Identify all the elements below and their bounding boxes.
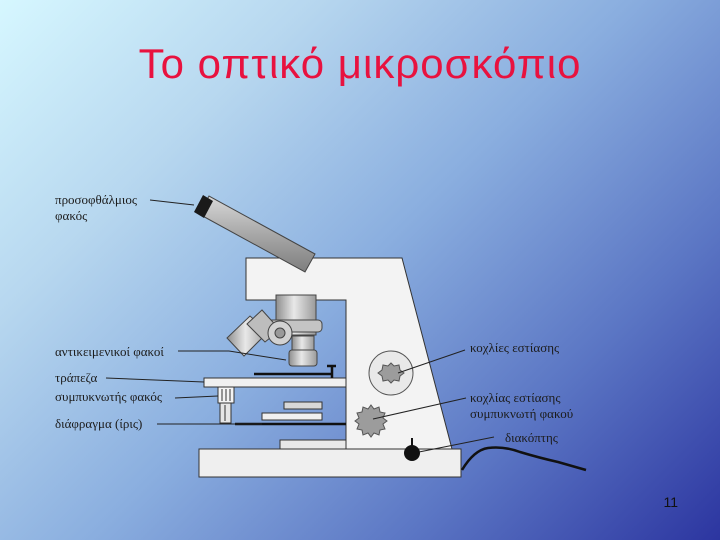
leader-lines xyxy=(105,199,495,453)
label-condenser-knob: κοχλίας εστίασης συμπυκνωτή φακού xyxy=(470,390,574,421)
label-objectives: αντικειμενικοί φακοί xyxy=(55,344,164,359)
microscope-base xyxy=(198,448,462,478)
stage xyxy=(203,364,347,388)
objective-lenses xyxy=(226,309,318,367)
label-diaphragm: διάφραγμα (ίρις) xyxy=(55,416,143,431)
iris-diaphragm xyxy=(235,401,346,426)
eyepiece-tube xyxy=(194,195,316,273)
page-number: 11 xyxy=(663,494,678,510)
label-focus-knobs: κοχλίες εστίασης xyxy=(470,340,560,355)
slide-title: Το οπτικό μικροσκόπιο xyxy=(138,40,582,87)
power-switch-icon xyxy=(404,438,420,461)
label-condenser: συμπυκνωτής φακός xyxy=(55,389,163,404)
label-stage: τράπεζα xyxy=(55,370,98,385)
label-switch: διακόπτης xyxy=(505,430,558,445)
condenser-lens xyxy=(217,386,235,424)
power-cable xyxy=(460,446,587,472)
focus-knob-icon xyxy=(368,350,414,396)
light-housing xyxy=(279,439,347,450)
label-eyepiece: προσοφθάλμιος φακός xyxy=(55,192,138,223)
condenser-knob-icon xyxy=(354,404,388,438)
